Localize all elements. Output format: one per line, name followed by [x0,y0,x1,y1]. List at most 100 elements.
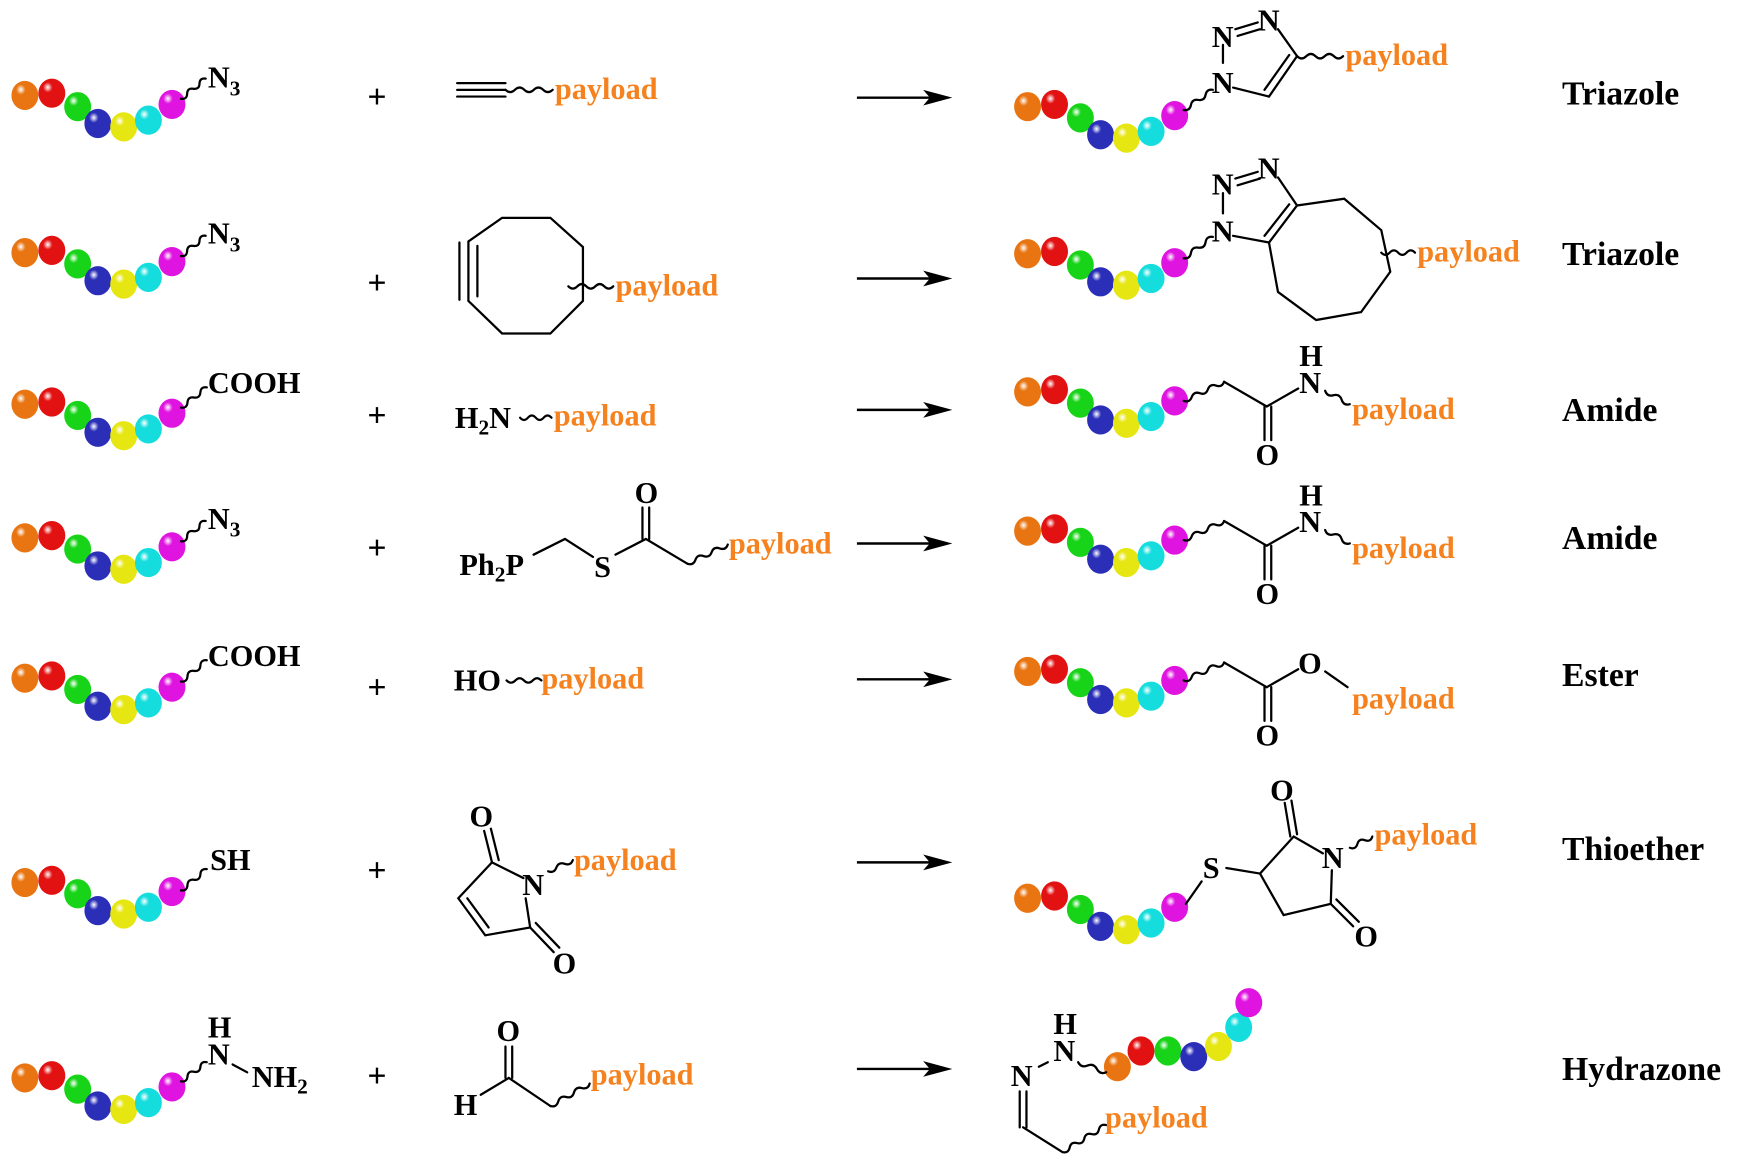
wavy-bond [179,77,207,101]
bond [456,860,532,937]
magenta-bead [1161,101,1189,131]
atom-s: S [594,550,611,584]
peptide-chain [1014,89,1189,153]
green-bead [64,249,92,279]
blue-bead [84,691,112,721]
wavy-bond [179,234,207,258]
orange-bead [11,1063,39,1093]
red-bead [1041,375,1069,405]
plus-sign: + [367,265,386,302]
plus-sign: + [367,669,386,706]
wavy-bond [179,867,208,892]
bond [534,921,561,949]
magenta-bead [1161,386,1189,416]
bond [1258,835,1333,917]
peptide-chain [11,520,186,584]
bond [507,1076,552,1108]
yellow-bead [1204,1031,1232,1062]
reaction-arrow [856,854,953,871]
orange-bead [1014,516,1042,546]
green-bead [1066,388,1094,418]
orange-bead [11,389,39,419]
plus-signs: + + + + + + + [367,79,386,1095]
atom-o: O [1256,438,1280,472]
product-label: Triazole [1562,236,1679,273]
atom-n: N [1258,152,1280,186]
red-bead [1041,89,1069,120]
cyan-bead [134,688,162,718]
atom-n: N [522,868,544,902]
bond [1265,526,1300,547]
yellow-bead [110,421,138,451]
green-bead [64,92,92,122]
magenta-bead [1161,525,1189,555]
bond [1234,21,1259,31]
reaction-arrow [856,270,953,287]
wavy-bond [686,543,729,566]
bond [1265,668,1300,689]
payload-label: payload [1352,392,1455,426]
bond [1263,53,1291,91]
product-ester: O O payload [1182,647,1455,753]
orange-bead [11,238,39,268]
atom-n: N [1212,214,1234,248]
green-bead [1154,1036,1182,1066]
red-bead [1041,654,1069,684]
atom-n: N [1212,66,1234,100]
atom-h: H [1299,478,1323,512]
yellow-bead [1112,915,1140,945]
green-bead [1066,250,1094,280]
atom-o: O [1354,920,1378,954]
atom-h: H [454,1088,478,1122]
plus-sign: + [367,79,386,116]
blue-bead [1087,911,1115,941]
wavy-bond [547,858,574,874]
peptide-chain [1014,236,1189,300]
payload-label: payload [1352,531,1455,565]
yellow-bead [110,899,138,929]
product-amide-2: O N H payload [1182,478,1455,611]
bond [1234,170,1259,180]
reagent-cyclooctyne: payload [458,216,718,335]
reaction-arrows [856,89,953,1077]
peptide-chain [11,661,186,725]
bond [1283,801,1292,838]
atom-n: N [1322,841,1344,875]
reagent-alcohol: HO payload [454,661,644,697]
yellow-bead [1112,270,1140,300]
wavy-bond [518,414,553,422]
cyan-bead [134,262,162,292]
product-label: Hydrazone [1562,1051,1721,1088]
payload-label: payload [555,72,658,106]
atom-o: O [1298,647,1322,681]
cyan-bead [134,1088,162,1118]
atom-o: O [635,476,659,510]
red-bead [38,661,66,691]
bond [466,897,490,929]
atom-h: H [1299,339,1323,373]
atom-n: N [1212,20,1234,54]
payload-label: payload [554,399,657,433]
wavy-bond [1182,519,1226,542]
bond [1021,1126,1064,1154]
yellow-bead [1112,547,1140,578]
payload-label: payload [1345,38,1448,72]
red-bead [1041,881,1069,911]
reagent-phosphinothioester: Ph2P S O payload [459,476,831,587]
magenta-bead [158,89,186,120]
product-label: Thioether [1562,831,1704,868]
reaction-arrow [856,401,953,418]
red-bead [1041,514,1069,544]
hydrazine-nh2: NH2 [252,1060,308,1099]
yellow-bead [1112,123,1140,153]
bond [1324,670,1349,689]
atom-o: O [1256,577,1280,611]
atom-o: O [1256,719,1280,753]
cyan-bead [1137,908,1165,938]
payload-label: payload [1105,1100,1208,1134]
peptide-chain [11,235,186,299]
atom-h: H [208,1011,232,1045]
bond [467,216,585,335]
bond [614,537,689,565]
